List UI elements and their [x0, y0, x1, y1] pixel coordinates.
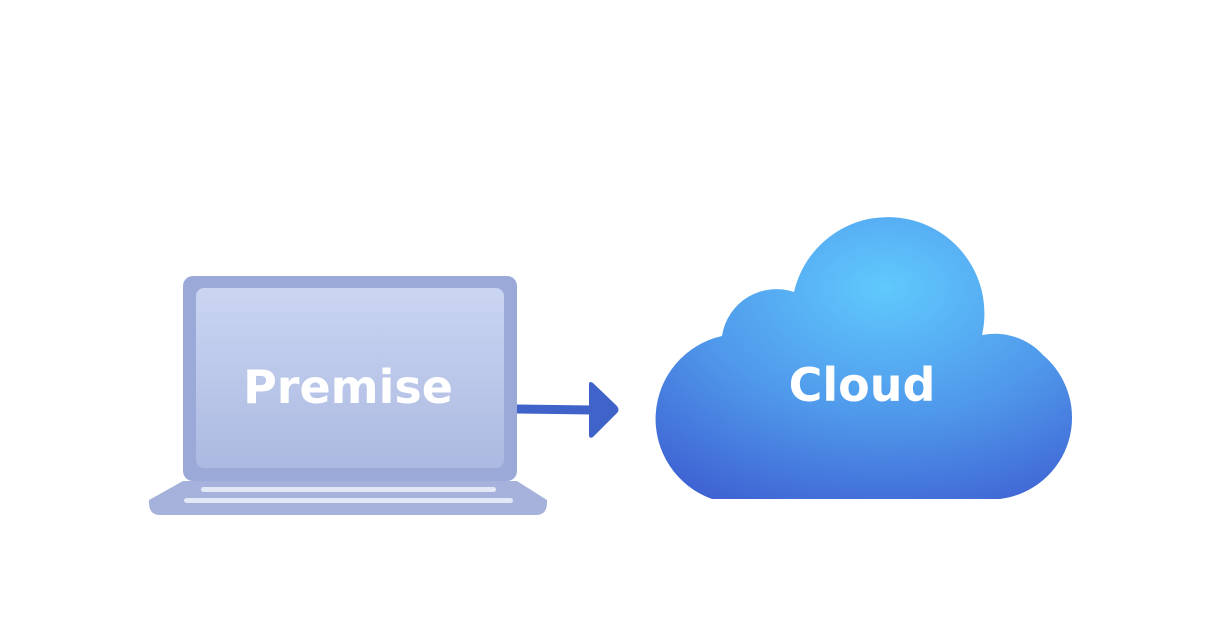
laptop-icon [148, 276, 548, 515]
laptop-screen [196, 288, 504, 468]
laptop-trackpad-strip [184, 498, 513, 503]
laptop-keyboard-strip [201, 487, 496, 492]
cloud-label: Cloud [789, 358, 936, 412]
arrow-right-icon [516, 382, 619, 438]
arrow-head [589, 382, 619, 438]
cloud-shape [655, 217, 1073, 499]
cloud-icon [655, 217, 1073, 499]
arrow-shaft [516, 404, 594, 415]
premise-label: Premise [243, 360, 453, 414]
